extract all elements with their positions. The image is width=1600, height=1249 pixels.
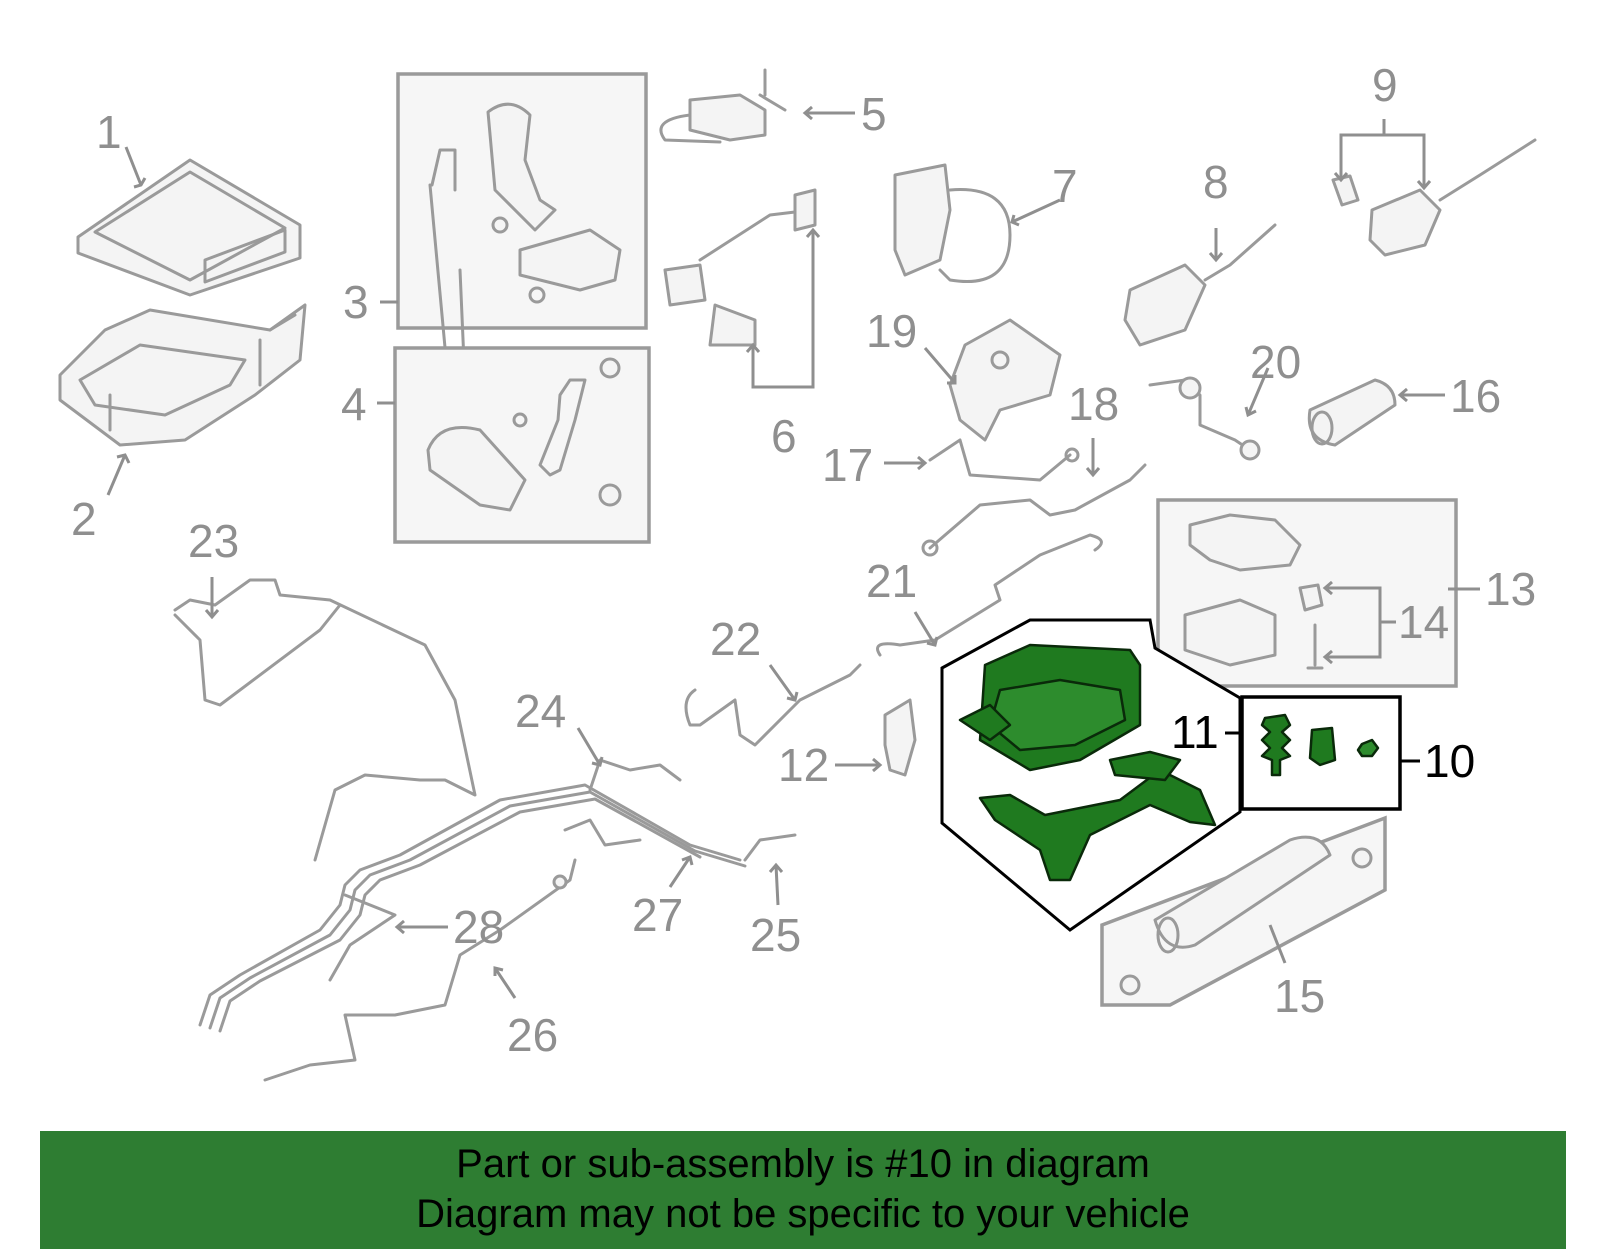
callout-20: 20: [1250, 336, 1301, 388]
callout-6: 6: [771, 410, 797, 462]
part-7-valve-block[interactable]: [893, 163, 1012, 283]
part-9-connector-set[interactable]: [1331, 138, 1537, 257]
callout-12: 12: [778, 739, 829, 791]
info-banner: Part or sub-assembly is #10 in diagram D…: [40, 1131, 1566, 1249]
callout-1: 1: [96, 106, 122, 158]
part-15-reservoir[interactable]: [1100, 815, 1387, 1007]
callout-10-highlighted: 10: [1424, 735, 1475, 787]
callout-23: 23: [188, 515, 239, 567]
callout-15: 15: [1274, 970, 1325, 1022]
callout-labels: 1 2 3 4 5 6 7 8 9 10 11 12 13 14 15 16 1…: [71, 59, 1536, 1061]
part-11-mounting-hardware[interactable]: [1260, 713, 1380, 777]
callout-17: 17: [822, 439, 873, 491]
part-19-bracket[interactable]: [948, 318, 1062, 442]
callout-24: 24: [515, 685, 566, 737]
leader-lines: [106, 105, 1480, 999]
part-3-level-sensor-kit[interactable]: [428, 102, 622, 387]
part-21-air-line[interactable]: [876, 533, 1103, 657]
callout-27: 27: [632, 889, 683, 941]
part-1-control-module[interactable]: [76, 158, 302, 297]
part-23-air-line[interactable]: [173, 578, 477, 862]
callout-4: 4: [341, 378, 367, 430]
part-17-air-line[interactable]: [928, 438, 1080, 482]
part-22-air-line[interactable]: [684, 663, 862, 747]
part-5-connector[interactable]: [659, 68, 787, 144]
callout-21: 21: [866, 555, 917, 607]
part-13-mounting-kit[interactable]: [1183, 513, 1324, 670]
banner-line-1: Part or sub-assembly is #10 in diagram: [456, 1142, 1150, 1186]
callout-9: 9: [1372, 59, 1398, 111]
callout-19: 19: [866, 305, 917, 357]
callout-13: 13: [1485, 563, 1536, 615]
callout-25: 25: [750, 909, 801, 961]
part-16-filter[interactable]: [1307, 378, 1397, 447]
part-6-sensor-lead[interactable]: [663, 188, 817, 347]
callout-22: 22: [710, 613, 761, 665]
callout-7: 7: [1052, 160, 1078, 212]
callout-14: 14: [1398, 596, 1449, 648]
part-2-mounting-tray[interactable]: [58, 303, 307, 447]
part-20-sensor[interactable]: [1148, 376, 1261, 461]
callout-8: 8: [1203, 156, 1229, 208]
callout-28: 28: [453, 901, 504, 953]
parts-24-28-line-bundle[interactable]: [198, 758, 797, 1082]
part-8-connector[interactable]: [1123, 223, 1277, 347]
part-12-bracket[interactable]: [883, 698, 917, 777]
callout-26: 26: [507, 1009, 558, 1061]
callout-2: 2: [71, 493, 97, 545]
part-18-air-line[interactable]: [921, 463, 1147, 557]
part-4-level-sensor-kit[interactable]: [426, 357, 622, 512]
callout-18: 18: [1068, 378, 1119, 430]
part-10-compressor-assembly[interactable]: [958, 643, 1217, 882]
callout-16: 16: [1450, 370, 1501, 422]
callout-5: 5: [861, 88, 887, 140]
callout-3: 3: [343, 276, 369, 328]
banner-line-2: Diagram may not be specific to your vehi…: [416, 1192, 1190, 1236]
callout-11-highlighted: 11: [1171, 706, 1219, 758]
